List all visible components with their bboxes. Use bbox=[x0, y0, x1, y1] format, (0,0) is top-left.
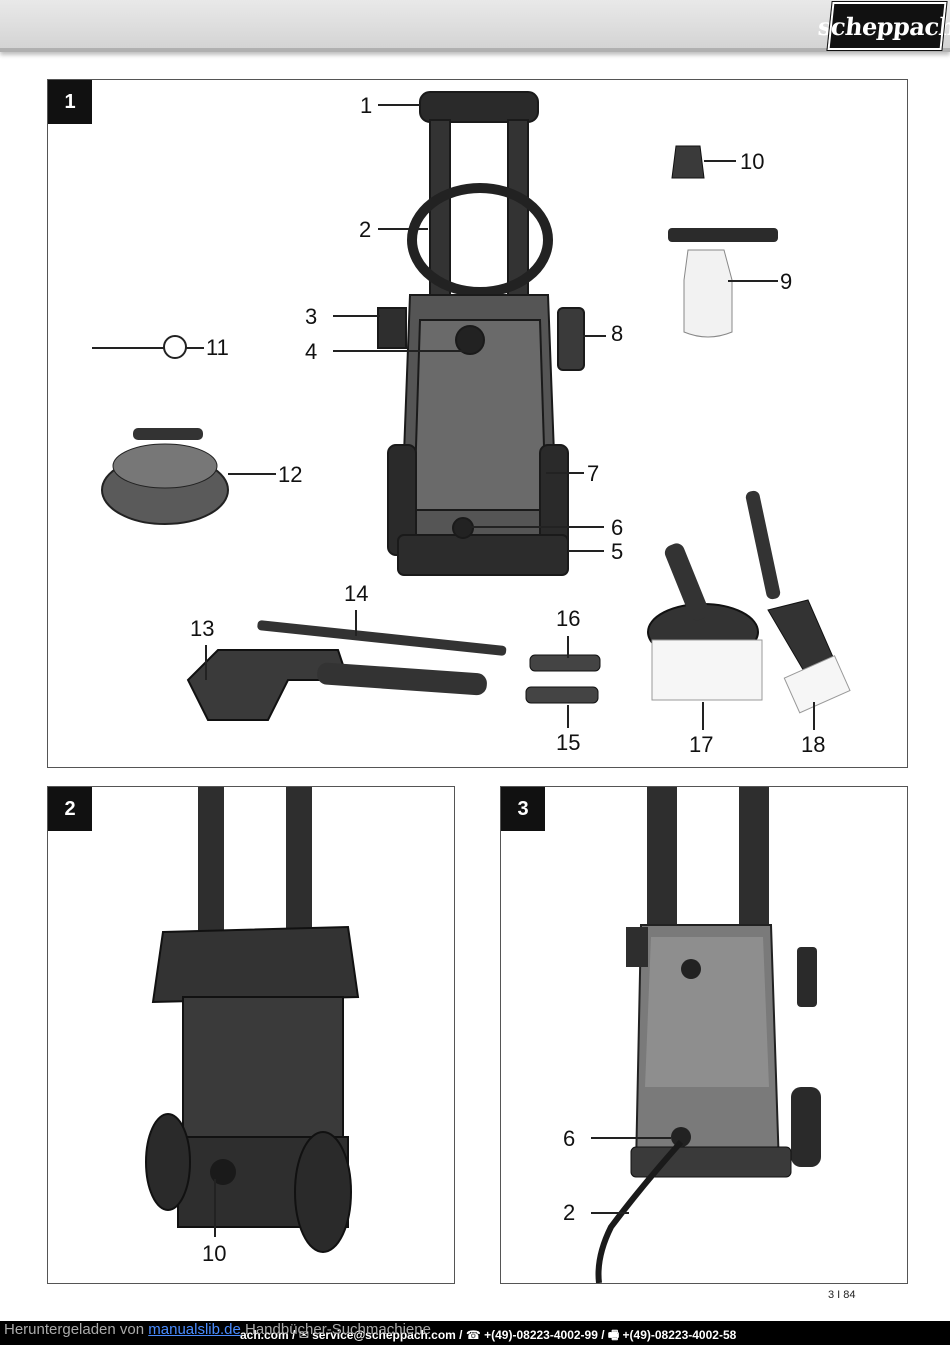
callout-4: 4 bbox=[305, 339, 318, 364]
callout-18: 18 bbox=[801, 732, 826, 757]
figure-3-panel: 3 6 2 bbox=[500, 786, 908, 1284]
download-note: Heruntergeladen von manualslib.de Handbü… bbox=[4, 1321, 431, 1338]
callout-10: 10 bbox=[740, 149, 765, 174]
callout-5: 5 bbox=[611, 539, 624, 564]
figure-1-panel: 1 bbox=[47, 79, 908, 768]
brand-logo: scheppach bbox=[817, 1, 950, 51]
download-link[interactable]: manualslib.de bbox=[148, 1321, 241, 1338]
figure-3-badge: 3 bbox=[501, 787, 545, 831]
figure-1-illustration bbox=[92, 91, 851, 730]
callout-9: 9 bbox=[780, 269, 793, 294]
header-bar: scheppach bbox=[0, 0, 950, 52]
callout-6: 6 bbox=[611, 515, 624, 540]
callout-15: 15 bbox=[556, 730, 581, 755]
callout-2: 2 bbox=[359, 217, 372, 242]
figure-1-badge: 1 bbox=[48, 80, 92, 124]
download-prefix: Heruntergeladen von bbox=[4, 1321, 149, 1338]
callout-8: 8 bbox=[611, 321, 624, 346]
figure-2-panel: 2 10 bbox=[47, 786, 455, 1284]
callout-14: 14 bbox=[344, 581, 369, 606]
fig3-callout-6: 6 bbox=[563, 1126, 576, 1151]
callout-12: 12 bbox=[278, 462, 303, 487]
fig3-callout-2: 2 bbox=[563, 1200, 576, 1225]
figure-3-illustration bbox=[591, 787, 821, 1283]
callout-3: 3 bbox=[305, 304, 318, 329]
figure-2-badge: 2 bbox=[48, 787, 92, 831]
callout-11: 11 bbox=[206, 335, 229, 360]
callout-7: 7 bbox=[587, 461, 600, 486]
footer-bar: ach.com / ✉ service@scheppach.com / ☎ +(… bbox=[0, 1321, 950, 1345]
callout-16: 16 bbox=[556, 606, 581, 631]
page-number: 3 I 84 bbox=[828, 1289, 856, 1301]
fig2-callout-10: 10 bbox=[202, 1241, 227, 1266]
figure-2-illustration bbox=[145, 787, 360, 1253]
callout-17: 17 bbox=[689, 732, 714, 757]
callout-1: 1 bbox=[360, 93, 373, 118]
download-suffix: Handbücher-Suchmachiene bbox=[240, 1321, 431, 1338]
footer-contact: ach.com / ✉ service@scheppach.com / ☎ +(… bbox=[240, 1328, 737, 1342]
callout-13: 13 bbox=[190, 616, 215, 641]
